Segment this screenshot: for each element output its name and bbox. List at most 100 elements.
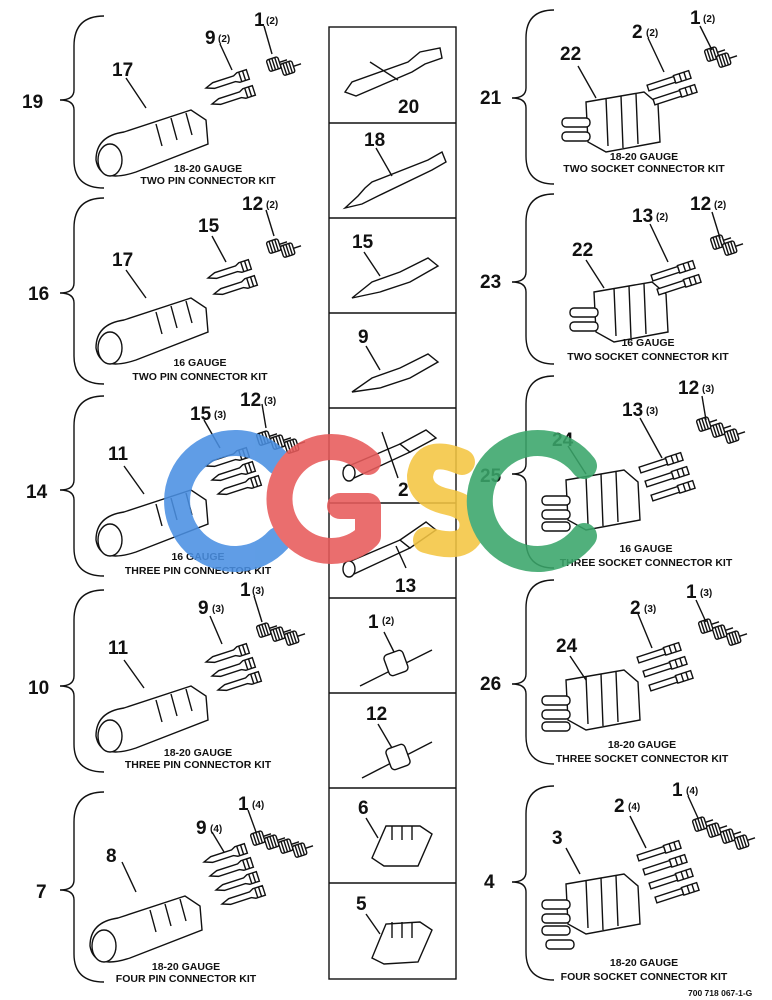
part-illustration — [371, 921, 433, 965]
seal-part-number: 1 — [690, 8, 701, 29]
center-cell: 1 (2) — [359, 612, 433, 687]
seal-part-number: 12 — [678, 378, 699, 399]
kit-bracket — [59, 15, 105, 189]
kit-caption-title: THREE PIN CONNECTOR KIT — [125, 759, 272, 771]
part-number: 1 — [368, 612, 379, 633]
seal-part-number: 12 — [242, 194, 263, 215]
terminal-quantity: (2) — [656, 212, 668, 223]
kit-bracket — [511, 579, 555, 765]
part-number: 15 — [352, 232, 374, 253]
kit-bracket — [511, 193, 555, 365]
right-kit: 21 22 2 (2) 1 (2) 18-20 GAUGE TWO SOCKET… — [480, 8, 740, 185]
terminal-quantity: (3) — [646, 406, 658, 417]
part-illustration — [351, 257, 440, 299]
right-kit: 26 24 2 (3) 1 (3) 18-20 GAUGE THREE SOCK… — [480, 579, 750, 765]
body-part-number: 24 — [556, 636, 578, 657]
part-illustration — [351, 353, 440, 393]
center-cell: 20 — [343, 47, 443, 118]
terminal-part-number: 13 — [632, 206, 653, 227]
part-number: 12 — [366, 704, 387, 725]
terminal-part-number: 9 — [198, 598, 209, 619]
watermark-letter-g — [266, 434, 381, 564]
kit-bracket — [511, 785, 555, 981]
seal-quantity: (3) — [702, 384, 714, 395]
connector-housing — [541, 469, 641, 531]
part-number: 20 — [398, 97, 419, 118]
terminal-quantity: (3) — [212, 604, 224, 615]
seal-part-number: 12 — [240, 390, 261, 411]
seal-quantity: (4) — [252, 800, 264, 811]
part-number: 9 — [358, 327, 369, 348]
kit-caption-gauge: 18-20 GAUGE — [164, 747, 232, 759]
seal-part-number: 1 — [238, 794, 249, 815]
seal-part-number: 1 — [254, 10, 265, 31]
connector-housing — [541, 873, 641, 935]
terminal-part-number: 13 — [622, 400, 643, 421]
kit-number: 10 — [28, 678, 49, 699]
kit-caption-title: FOUR SOCKET CONNECTOR KIT — [561, 971, 728, 983]
kit-bracket — [511, 375, 555, 569]
terminal-quantity: (4) — [628, 802, 640, 813]
kit-bracket — [59, 395, 105, 577]
seal-quantity: (4) — [686, 786, 698, 797]
left-kit: 19 17 9 (2) 1 (2) 18-20 GAUGE TWO PIN CO… — [22, 10, 304, 189]
left-kit: 7 8 9 (4) 1 (4) 18-20 GAUGE FOUR PIN CON… — [36, 791, 316, 985]
kit-bracket — [511, 9, 555, 185]
kit-number: 14 — [26, 482, 48, 503]
kit-number: 23 — [480, 272, 501, 293]
cgsc-watermark-logo — [164, 430, 597, 572]
terminal-part-number: 15 — [190, 404, 212, 425]
kit-caption-title: FOUR PIN CONNECTOR KIT — [116, 973, 257, 985]
body-part-number: 17 — [112, 60, 133, 81]
kit-bracket — [59, 589, 105, 773]
seal-part-number: 1 — [240, 580, 251, 601]
part-number: 6 — [358, 798, 369, 819]
center-cell: 12 — [361, 704, 433, 779]
connector-housing — [561, 91, 661, 153]
body-part-number: 22 — [560, 44, 581, 65]
terminal-part-number: 2 — [632, 22, 643, 43]
body-part-number: 8 — [106, 846, 117, 867]
part-illustration — [343, 47, 443, 97]
seal-part-number: 1 — [686, 582, 697, 603]
kit-caption-title: TWO PIN CONNECTOR KIT — [132, 371, 268, 383]
kit-caption-title: THREE SOCKET CONNECTOR KIT — [560, 557, 733, 569]
connector-housing — [541, 669, 641, 731]
kit-number: 4 — [484, 872, 495, 893]
kit-caption-gauge: 18-20 GAUGE — [610, 957, 678, 969]
center-cell: 15 — [351, 232, 440, 299]
center-cell: 6 — [358, 798, 433, 867]
terminal-quantity: (2) — [646, 28, 658, 39]
part-number: 18 — [364, 130, 385, 151]
part-illustration — [342, 150, 447, 210]
center-parts-column: 20 18 15 9 2 — [328, 26, 457, 980]
kit-bracket — [59, 197, 105, 385]
terminal-quantity: (3) — [214, 410, 226, 421]
left-kit: 16 17 15 12 (2) 16 GAUGE TWO PIN CONNECT… — [28, 194, 304, 385]
terminal-part-number: 9 — [196, 818, 207, 839]
watermark-letter-c — [164, 430, 291, 572]
figure-id: 700 718 067-1-G — [688, 988, 753, 998]
kit-caption-title: TWO SOCKET CONNECTOR KIT — [563, 163, 725, 175]
part-number: 13 — [395, 576, 416, 597]
right-kit: 25 24 13 (3) 12 (3) 16 GAUGE THREE SOCKE… — [480, 375, 748, 569]
kit-caption-title: TWO PIN CONNECTOR KIT — [140, 175, 276, 187]
seal-part-number: 1 — [672, 780, 683, 801]
terminal-quantity: (2) — [218, 34, 230, 45]
watermark-letter-c — [466, 430, 597, 572]
seal-part-number: 12 — [690, 194, 711, 215]
terminal-quantity: (4) — [210, 824, 222, 835]
seal-quantity: (3) — [264, 396, 276, 407]
body-part-number: 11 — [108, 444, 129, 465]
kit-caption-gauge: 16 GAUGE — [621, 337, 674, 349]
kit-caption-gauge: 18-20 GAUGE — [608, 739, 676, 751]
kit-number: 21 — [480, 88, 502, 109]
body-part-number: 22 — [572, 240, 593, 261]
part-number: 5 — [356, 894, 367, 915]
seal-quantity: (2) — [703, 14, 715, 25]
right-kit: 23 22 13 (2) 12 (2) 16 GAUGE TWO SOCKET … — [480, 193, 746, 365]
seal-quantity: (2) — [714, 200, 726, 211]
seal-quantity: (2) — [266, 200, 278, 211]
kit-number: 16 — [28, 284, 49, 305]
